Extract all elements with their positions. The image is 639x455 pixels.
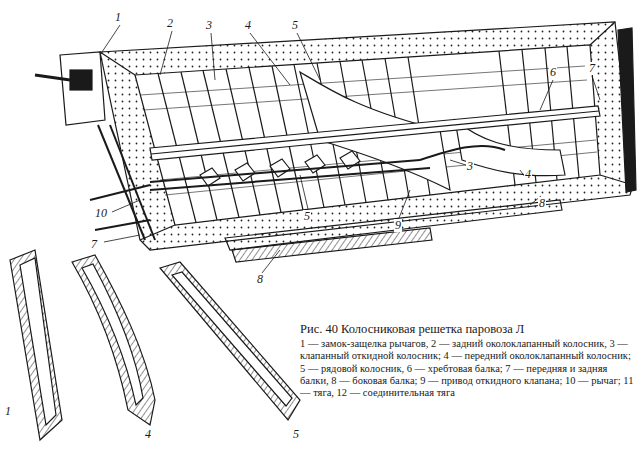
callout-number: 1 bbox=[114, 11, 122, 24]
callout-number: 1 bbox=[4, 405, 12, 418]
callout-number: 5 bbox=[303, 210, 311, 223]
callout-number: 6 bbox=[549, 66, 557, 79]
callout-number: 8 bbox=[256, 273, 264, 286]
callout-number: 7 bbox=[90, 238, 98, 251]
callout-number: 7 bbox=[588, 62, 596, 75]
callout-number: 4 bbox=[144, 428, 152, 441]
callout-number: 5 bbox=[292, 428, 300, 441]
figure-caption-block: Рис. 40 Колосниковая решетка паровоза Л1… bbox=[300, 322, 634, 399]
callout-number: 4 bbox=[244, 19, 252, 32]
callout-number: 3 bbox=[205, 19, 213, 32]
caption-legend: 1 — замок-защелка рычагов, 2 — задний ок… bbox=[300, 338, 634, 399]
callout-number: 4 bbox=[524, 168, 532, 181]
callout-number: 2 bbox=[166, 17, 174, 30]
callout-number: 5 bbox=[291, 19, 299, 32]
callout-number: 3 bbox=[466, 160, 474, 173]
callout-number: 8 bbox=[538, 197, 546, 210]
callout-number: 9 bbox=[394, 219, 402, 232]
figure-caption: Рис. 40 Колосниковая решетка паровоза Л bbox=[300, 322, 634, 337]
callout-number: 10 bbox=[94, 207, 108, 220]
